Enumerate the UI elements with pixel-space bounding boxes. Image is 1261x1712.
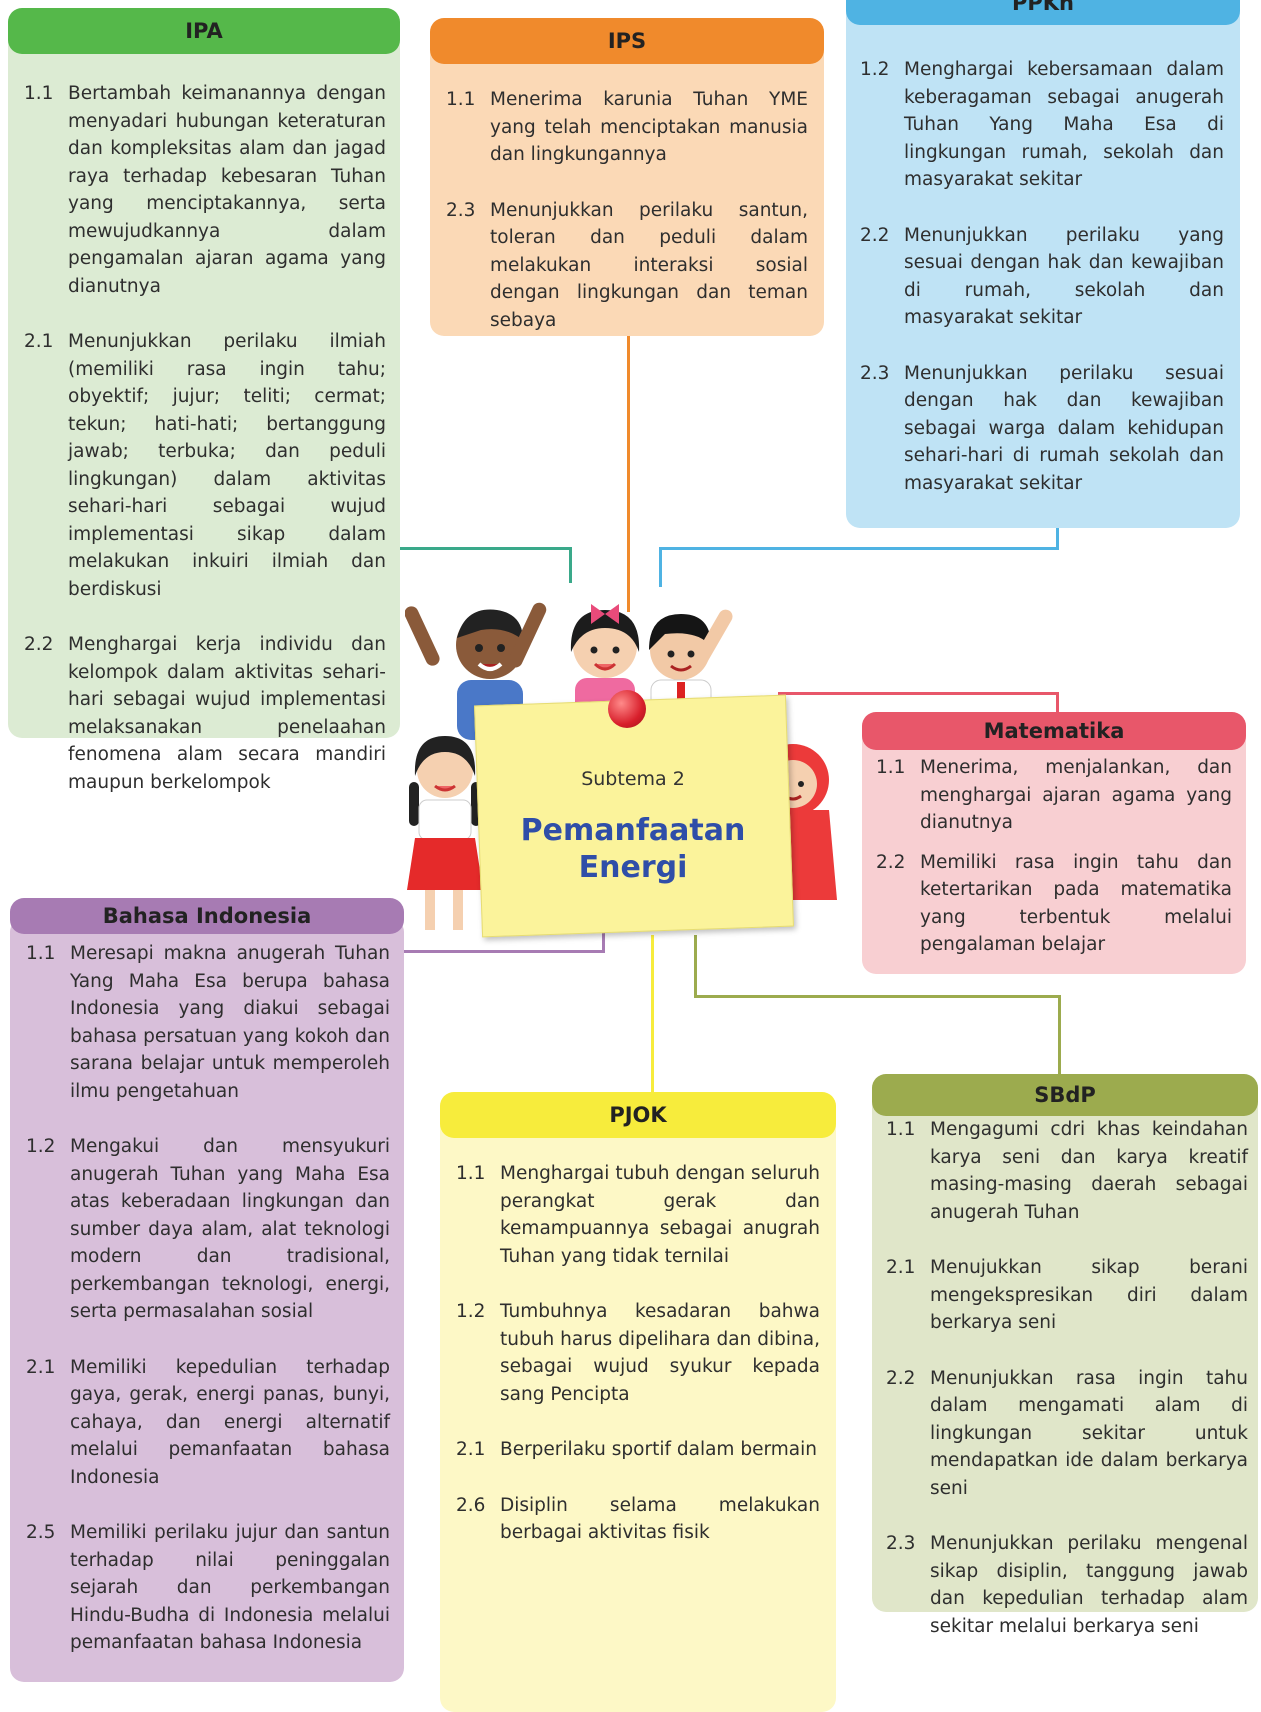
connector-ppkn-h <box>659 547 1059 550</box>
connector-ipa <box>398 547 571 550</box>
bahasa-header: Bahasa Indonesia <box>10 898 404 934</box>
page-title: Pemanfaatan Energi <box>520 813 746 885</box>
matematika-panel <box>862 720 1246 974</box>
connector-ppkn-d <box>659 547 662 587</box>
girl-left-figure <box>407 736 483 930</box>
boy-left-figure <box>405 602 547 740</box>
ppkn-header: PPKn <box>846 0 1240 25</box>
connector-sbdp-v1 <box>694 935 697 997</box>
connector-sbdp-v2 <box>1058 995 1061 1075</box>
pjok-header: PJOK <box>440 1092 836 1138</box>
connector-ips <box>627 336 630 612</box>
ips-panel <box>430 40 824 336</box>
sbdp-panel <box>872 1092 1258 1612</box>
connector-sbdp-h <box>694 995 1060 998</box>
connector-ppkn-v <box>1056 523 1059 549</box>
ipa-panel <box>8 22 400 738</box>
ppkn-panel <box>846 0 1240 528</box>
pjok-panel <box>440 1112 836 1712</box>
bahasa-panel <box>10 918 404 1682</box>
connector-mat-v <box>1056 692 1059 714</box>
pin-icon <box>608 690 646 728</box>
connector-pjok <box>651 935 654 1093</box>
connector-bahasa-h <box>404 950 604 953</box>
ips-header: IPS <box>430 18 824 64</box>
connector-bahasa-v <box>602 930 605 953</box>
connector-mat-h <box>778 692 1058 695</box>
subtheme-label: Subtema 2 <box>581 768 685 790</box>
matematika-header: Matematika <box>862 712 1246 750</box>
connector-ipa-down <box>569 547 572 583</box>
ipa-header: IPA <box>8 8 400 54</box>
sbdp-header: SBdP <box>872 1074 1258 1116</box>
